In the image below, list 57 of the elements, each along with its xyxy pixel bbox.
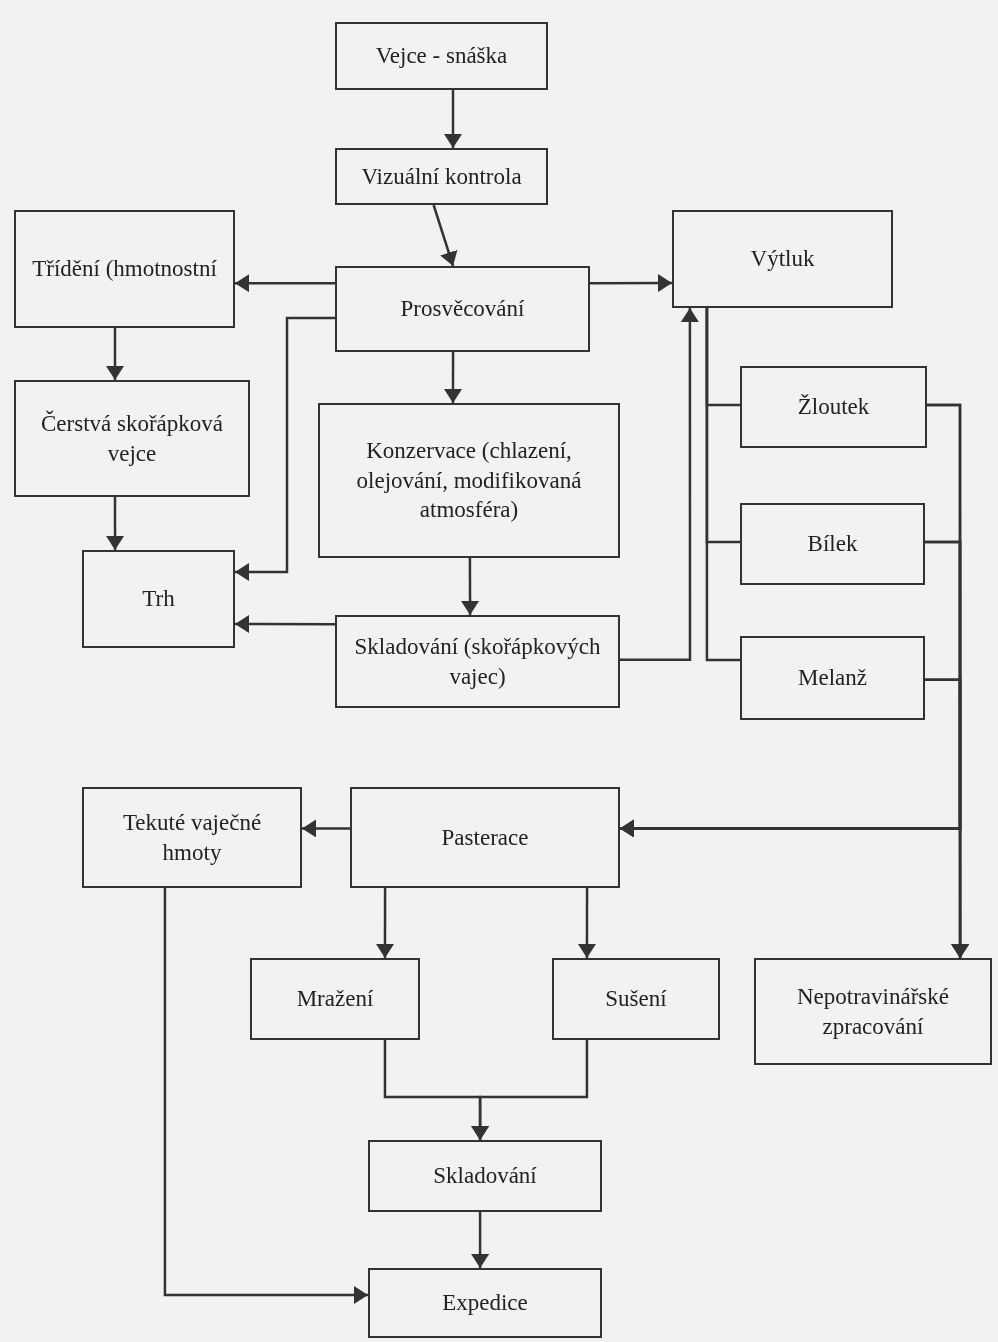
box-label: Nepotravinářské zpracování [796,982,950,1041]
arrow [461,558,480,615]
process-box [672,210,893,308]
box-label: Expedice [442,1289,528,1318]
box-label: Bílek [807,530,858,559]
box-label: Vejce - snáška [375,42,508,71]
process-box [82,787,302,888]
process-box [740,366,927,448]
process-box [552,958,720,1040]
process-box [335,615,620,708]
arrow [376,888,394,958]
process-box [740,636,925,720]
connector-line [705,308,740,662]
arrow [235,316,335,581]
process-box [318,403,620,558]
arrow [302,819,350,838]
process-box [250,958,420,1040]
box-label: Skladování [433,1162,537,1191]
process-box [82,550,235,648]
process-box [350,787,620,888]
process-box [368,1268,602,1338]
box-label: Trh [142,585,175,614]
box-label: Třídění (hmotnostní [32,255,217,284]
box-label: Sušení [605,985,667,1014]
arrow [432,204,458,267]
box-label: Skladování (skořápkových vajec) [353,632,602,691]
arrow [106,497,125,550]
box-label: Tekuté vaječné hmoty [121,808,263,867]
arrow [163,888,368,1304]
arrow [444,90,462,148]
box-label: Konzervace (chlazení, olejování, modifikovaná atmosféra) [355,436,583,525]
box-label: Vizuální kontrola [361,162,522,191]
process-box [14,380,250,497]
arrow [471,1040,589,1140]
process-box [335,22,548,90]
arrow [590,274,672,293]
arrow [235,274,335,293]
box-label: Prosvěcování [400,295,525,324]
box-label: Pasterace [441,823,529,852]
process-box [335,148,548,205]
arrow [577,888,596,958]
arrow [471,1212,490,1268]
process-box [14,210,235,328]
process-box [740,503,925,585]
process-box [335,266,590,352]
process-box [368,1140,602,1212]
box-label: Mražení [296,985,374,1014]
box-label: Melanž [798,664,867,693]
arrow [620,308,699,661]
arrow [620,678,962,838]
arrow [444,352,462,403]
box-label: Žloutek [797,393,870,422]
process-box [754,958,992,1065]
box-label: Výtluk [750,245,815,274]
arrow [106,328,124,380]
arrow [235,615,335,634]
box-label: Čerstvá skořápková vejce [39,409,224,468]
